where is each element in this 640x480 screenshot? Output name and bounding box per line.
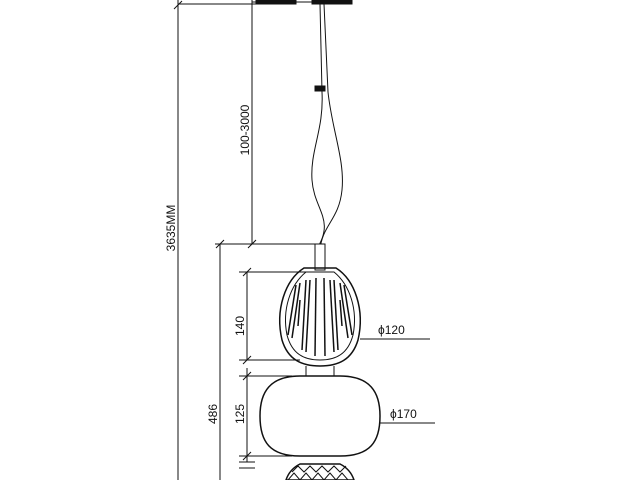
- diameter-leaders: [360, 338, 435, 424]
- middle-shade-height-dimension: [239, 368, 292, 469]
- middle-shade: [259, 366, 381, 457]
- upper-shade-height-label: 140: [233, 316, 247, 336]
- upper-shade-height-dimension: [239, 267, 306, 365]
- stem: [314, 243, 326, 271]
- upper-shade: [279, 267, 361, 367]
- cable-length-label: 100-3000: [238, 104, 252, 155]
- middle-shade-diameter-label: ϕ170: [390, 407, 417, 421]
- total-height-label: 3635MM: [164, 205, 178, 252]
- upper-section-dimension: [215, 239, 225, 480]
- upper-section-height-label: 486: [206, 404, 220, 424]
- upper-shade-diameter-label: ϕ120: [378, 323, 405, 337]
- total-height-dimension: [173, 0, 260, 480]
- bottom-shade: [285, 463, 355, 480]
- middle-shade-height-label: 125: [233, 404, 247, 424]
- ceiling-canopy: [252, 0, 353, 5]
- suspension-cables: [311, 3, 343, 251]
- cable-length-dimension: [215, 0, 320, 249]
